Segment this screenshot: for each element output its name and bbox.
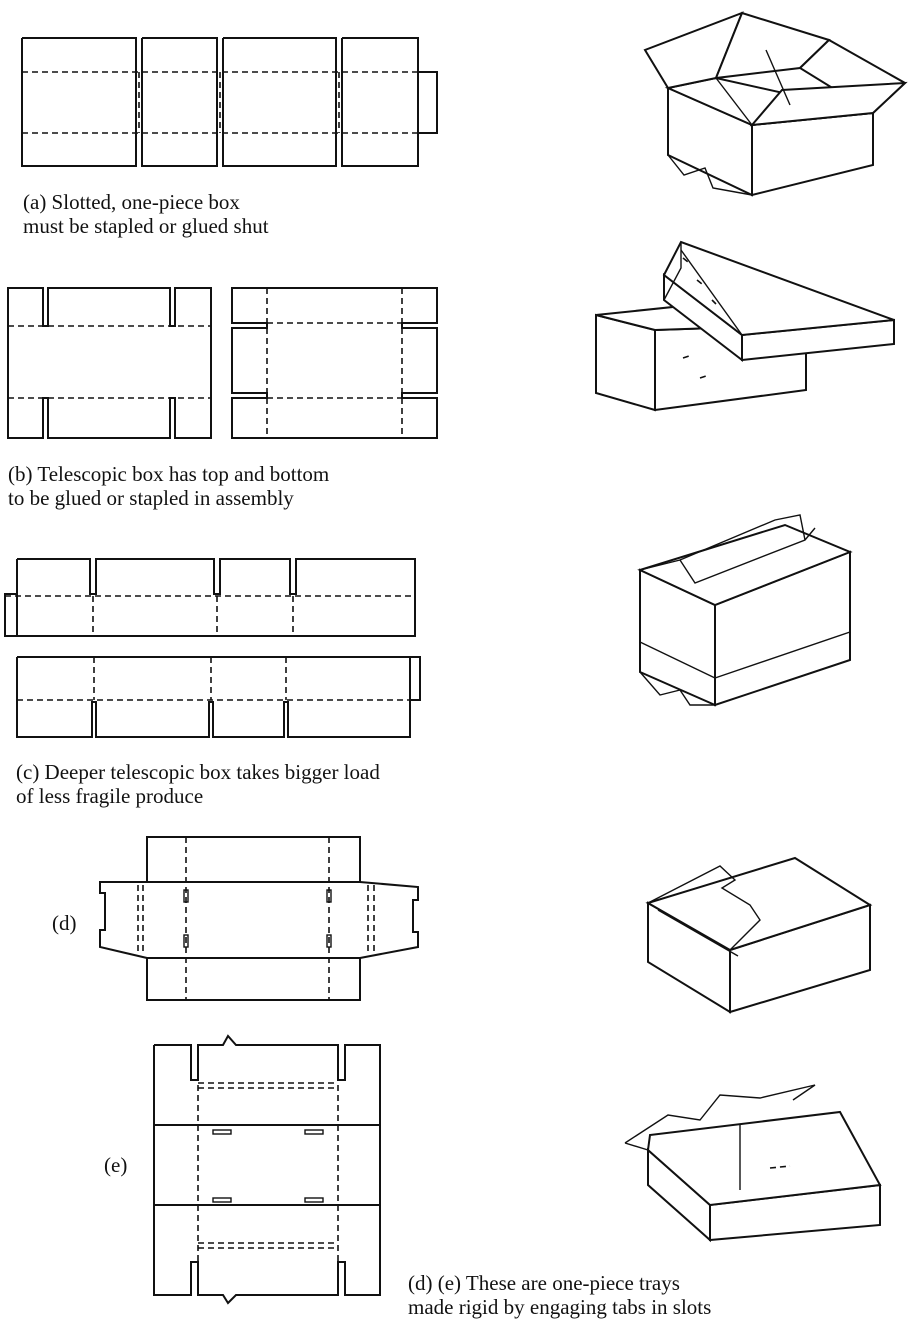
caption-a-line-2: must be stapled or glued shut	[23, 214, 269, 238]
label-e: (e)	[104, 1153, 128, 1177]
blank-d-tray	[99, 836, 419, 1001]
box-b-3d	[595, 240, 895, 412]
caption-de-line-2: made rigid by engaging tabs in slots	[408, 1295, 712, 1319]
blank-b-telescopic-box	[7, 287, 438, 439]
caption-b-line-1: (b) Telescopic box has top and bottom	[8, 462, 330, 486]
blank-c-deep-telescopic-box	[4, 558, 421, 738]
blank-e-tray	[153, 1034, 381, 1305]
caption-c-line-1: (c) Deeper telescopic box takes bigger l…	[16, 760, 380, 784]
caption-a-line-1: (a) Slotted, one-piece box	[23, 190, 240, 214]
tray-e-3d	[624, 1084, 882, 1243]
blank-a-slotted-box	[21, 37, 438, 167]
tray-d-3d	[645, 856, 873, 1014]
label-d: (d)	[52, 911, 77, 935]
caption-c-line-2: of less fragile produce	[16, 784, 204, 808]
box-a-3d	[643, 11, 908, 197]
caption-de-line-1: (d) (e) These are one-piece trays	[408, 1271, 680, 1295]
box-c-3d	[637, 514, 853, 707]
caption-b-line-2: to be glued or stapled in assembly	[8, 486, 294, 510]
